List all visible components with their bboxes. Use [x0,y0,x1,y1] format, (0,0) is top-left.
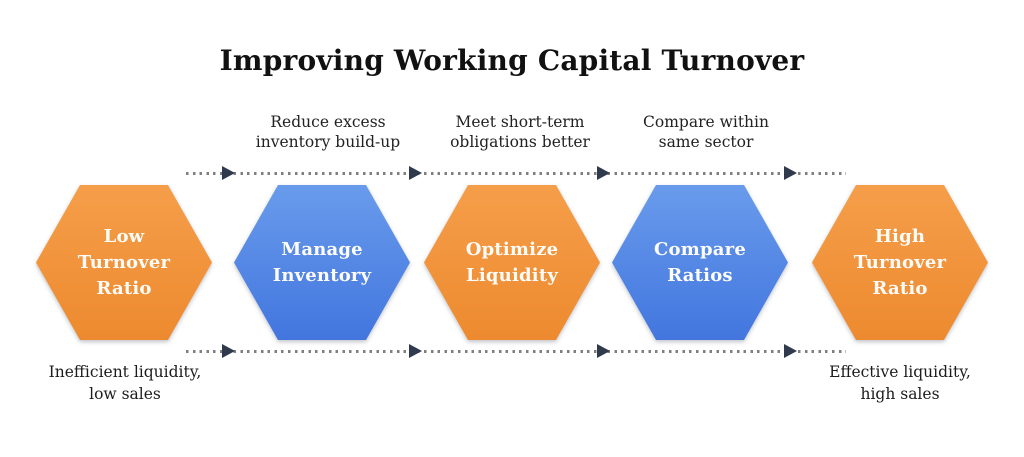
bottom-dashed-flow-line [186,344,846,358]
caption-inefficient-liquidity: Inefficient liquidity, low sales [48,363,202,403]
hexagon-shape: High Turnover Ratio [812,185,988,340]
step-label: Optimize Liquidity [465,238,559,286]
step-hex-manage-inventory: Manage Inventory [234,185,410,340]
annotation-compare-within-sector: Compare within same sector [643,113,769,151]
arrow-right-icon [222,344,235,358]
step-label: Compare Ratios [654,238,746,286]
hexagon-shape: Manage Inventory [234,185,410,340]
arrow-right-icon [597,166,610,180]
step-label: Low Turnover Ratio [77,225,171,299]
step-hex-optimize-liquidity: Optimize Liquidity [424,185,600,340]
step-label: High Turnover Ratio [853,225,947,299]
arrow-right-icon [784,166,797,180]
step-hex-high-turnover-ratio: High Turnover Ratio [812,185,988,340]
page-title: Improving Working Capital Turnover [219,44,805,77]
step-hex-low-turnover-ratio: Low Turnover Ratio [36,185,212,340]
arrow-right-icon [409,344,422,358]
arrow-right-icon [597,344,610,358]
arrow-right-icon [222,166,235,180]
arrow-right-icon [409,166,422,180]
arrow-right-icon [784,344,797,358]
step-label: Manage Inventory [272,238,372,286]
top-dashed-flow-line [186,166,846,180]
step-hex-compare-ratios: Compare Ratios [612,185,788,340]
caption-effective-liquidity: Effective liquidity, high sales [829,363,971,403]
hexagon-shape: Optimize Liquidity [424,185,600,340]
annotation-reduce-excess-inventory: Reduce excess inventory build-up [255,113,401,151]
hexagon-shape: Low Turnover Ratio [36,185,212,340]
annotation-meet-short-term-obligations: Meet short-term obligations better [450,113,590,151]
hexagon-shape: Compare Ratios [612,185,788,340]
